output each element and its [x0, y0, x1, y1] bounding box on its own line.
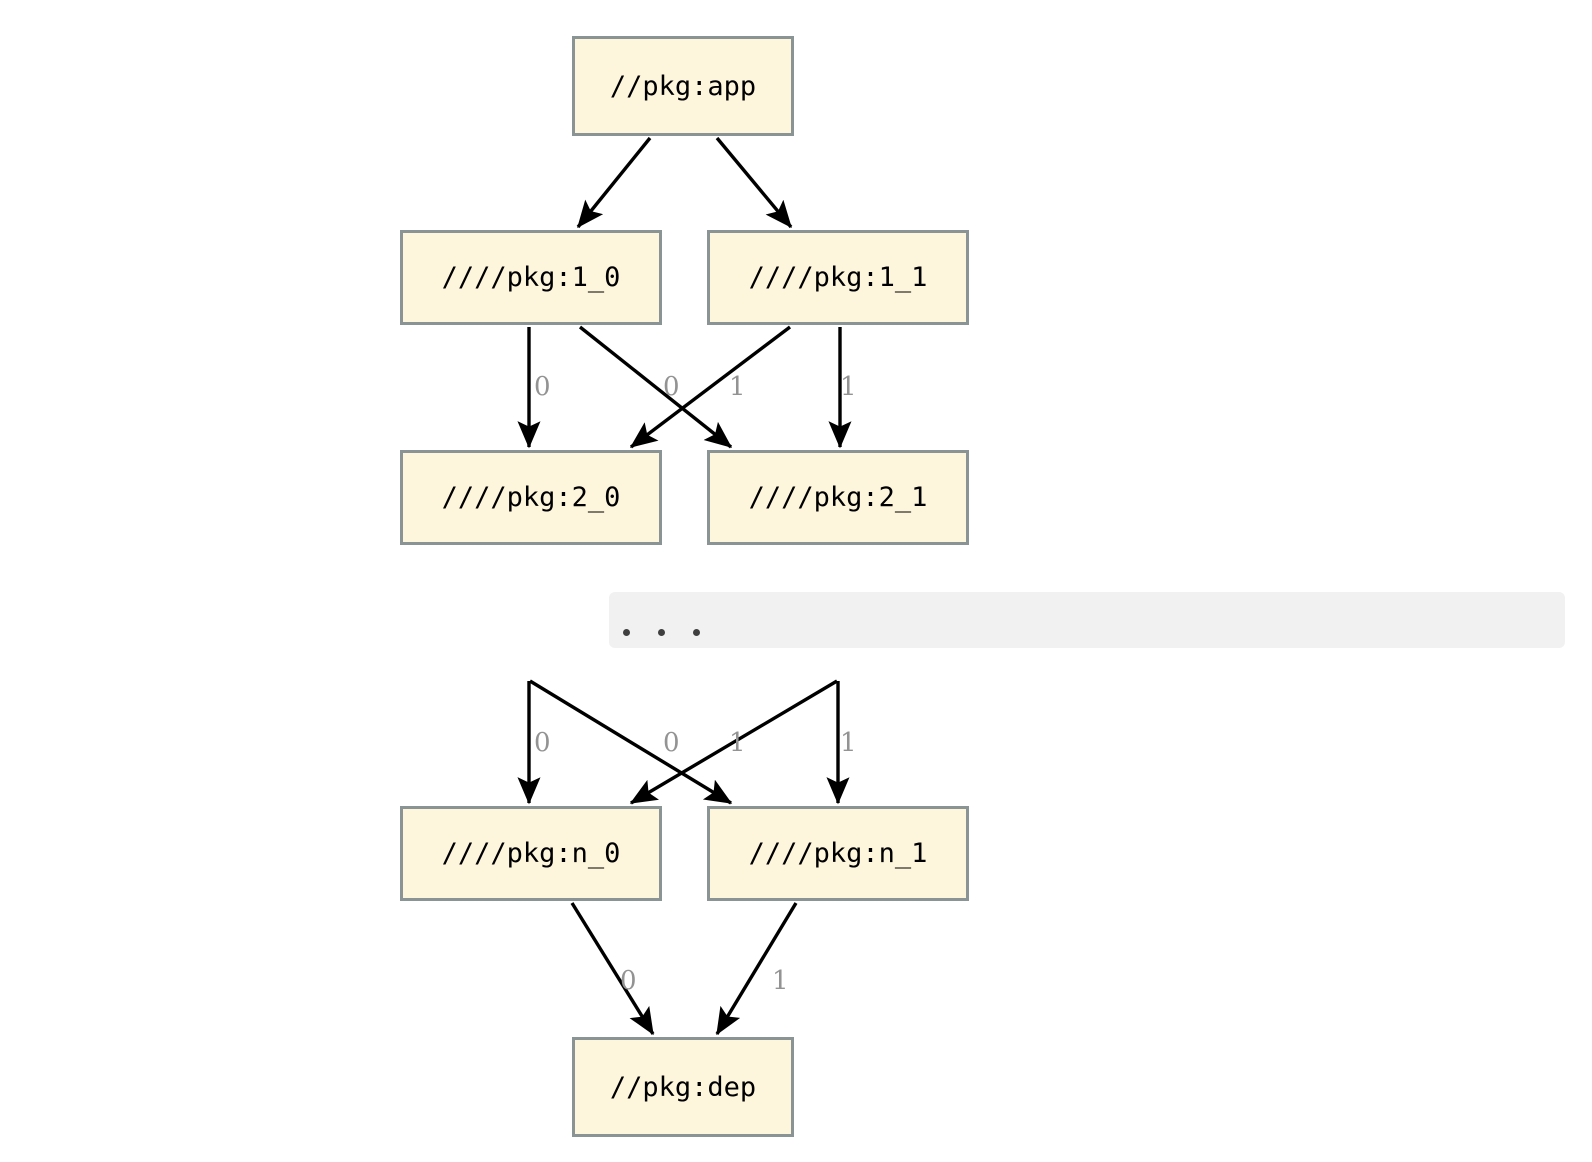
ellipsis-dot	[623, 629, 630, 636]
graph-node-app[interactable]: //pkg:app	[572, 36, 794, 136]
edge-label-dangling-to-n_1-cross: 0	[663, 728, 680, 758]
graph-node-l1_0[interactable]: ////pkg:1_0	[400, 230, 662, 325]
graph-edge-n_1-to-dep	[715, 902, 798, 1036]
edge-label-1_0-to-2_0: 0	[534, 372, 551, 402]
graph-node-dep[interactable]: //pkg:dep	[572, 1037, 794, 1137]
edge-label-1_0-to-2_1: 0	[663, 372, 680, 402]
graph-node-label: //pkg:app	[609, 70, 757, 102]
graph-edge-app-to-1_1	[715, 136, 793, 229]
graph-edge-n_0-to-dep	[570, 902, 655, 1036]
ellipsis-band	[609, 592, 1565, 648]
edges-group	[517, 136, 852, 1036]
graph-node-label: ////pkg:n_0	[441, 838, 621, 869]
graph-node-ln_1[interactable]: ////pkg:n_1	[707, 806, 969, 901]
edge-label-1_1-to-2_1: 1	[840, 372, 857, 402]
ellipsis-dots	[623, 629, 700, 636]
graph-edge-1_0-to-2_1	[578, 325, 733, 449]
graph-edge-1_1-to-2_0	[629, 325, 792, 449]
graph-node-l2_0[interactable]: ////pkg:2_0	[400, 450, 662, 545]
graph-node-label: ////pkg:1_0	[441, 262, 621, 293]
graph-node-label: ////pkg:1_1	[748, 262, 928, 293]
edge-label-dangling-to-n_0: 0	[534, 728, 551, 758]
graph-node-l2_1[interactable]: ////pkg:2_1	[707, 450, 969, 545]
graph-edge-dangling-to-n_1-cross	[529, 679, 733, 805]
graph-node-l1_1[interactable]: ////pkg:1_1	[707, 230, 969, 325]
graph-edge-app-to-1_0	[576, 136, 652, 229]
edge-label-1_1-to-2_0: 1	[729, 372, 746, 402]
edge-label-dangling-to-n_0-cross: 1	[729, 728, 746, 758]
graph-edge-dangling-to-n_0-cross	[629, 679, 838, 805]
edge-label-n_1-to-dep: 1	[772, 966, 789, 996]
ellipsis-dot	[693, 629, 700, 636]
graph-node-label: ////pkg:2_0	[441, 482, 621, 513]
graph-node-ln_0[interactable]: ////pkg:n_0	[400, 806, 662, 901]
graph-node-label: ////pkg:n_1	[748, 838, 928, 869]
graph-node-label: //pkg:dep	[609, 1071, 757, 1103]
edge-label-n_0-to-dep: 0	[620, 966, 637, 996]
ellipsis-dot	[658, 629, 665, 636]
edge-label-dangling-to-n_1: 1	[840, 728, 857, 758]
graph-node-label: ////pkg:2_1	[748, 482, 928, 513]
